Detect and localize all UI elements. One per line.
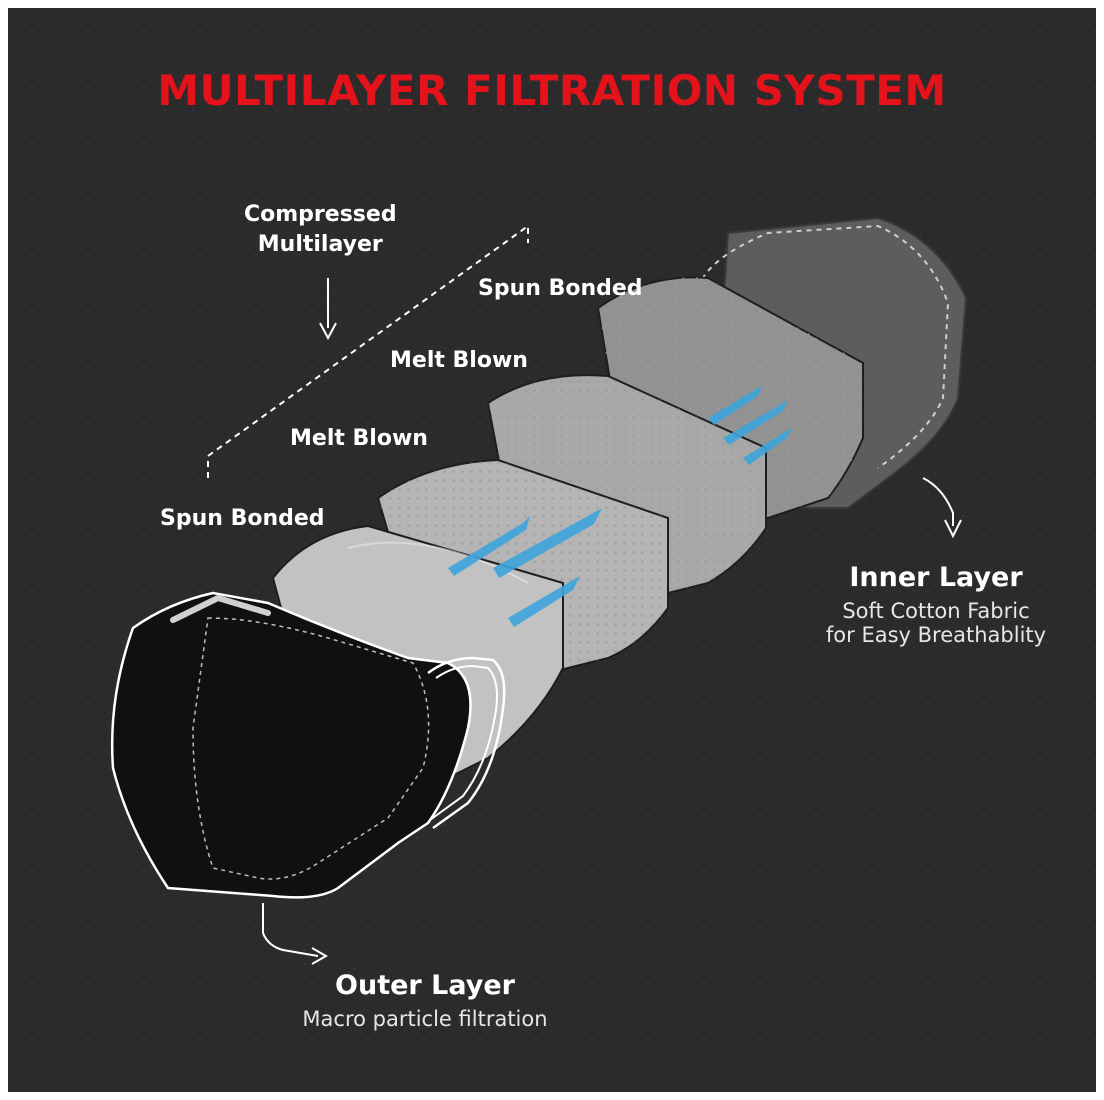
inner-layer-callout: Inner Layer Soft Cotton Fabric for Easy … (816, 562, 1056, 647)
inner-layer-arrow-icon (922, 477, 962, 539)
outer-layer-callout: Outer Layer Macro particle filtration (280, 970, 570, 1031)
outer-layer-mask (110, 591, 506, 899)
compressed-line1: Compressed (244, 202, 397, 227)
compressed-line2: Multilayer (257, 232, 383, 257)
airflow-arrows (448, 386, 792, 627)
inner-layer-title: Inner Layer (849, 562, 1023, 593)
outer-layer-arrow-icon (262, 903, 329, 965)
outer-layer-desc: Macro particle filtration (302, 1007, 548, 1031)
inner-layer-desc-line1: Soft Cotton Fabric (842, 599, 1030, 623)
layer-label-melt-blown-back: Melt Blown (390, 348, 528, 373)
layer-label-melt-blown-front: Melt Blown (290, 426, 428, 451)
compressed-arrow-icon (319, 278, 337, 341)
compressed-bracket (207, 224, 529, 478)
inner-layer-desc-line2: for Easy Breathablity (825, 623, 1047, 647)
diagram-frame: MULTILAYER FILTRATION SYSTEM Compressed … (8, 8, 1096, 1092)
layer-label-spun-bonded-back: Spun Bonded (478, 276, 643, 301)
compressed-multilayer-label: Compressed Multilayer (244, 200, 397, 260)
diagram-artwork (8, 8, 1096, 1092)
page-title: MULTILAYER FILTRATION SYSTEM (157, 66, 947, 115)
layer-label-spun-bonded-front: Spun Bonded (160, 506, 325, 531)
outer-layer-title: Outer Layer (335, 970, 515, 1001)
